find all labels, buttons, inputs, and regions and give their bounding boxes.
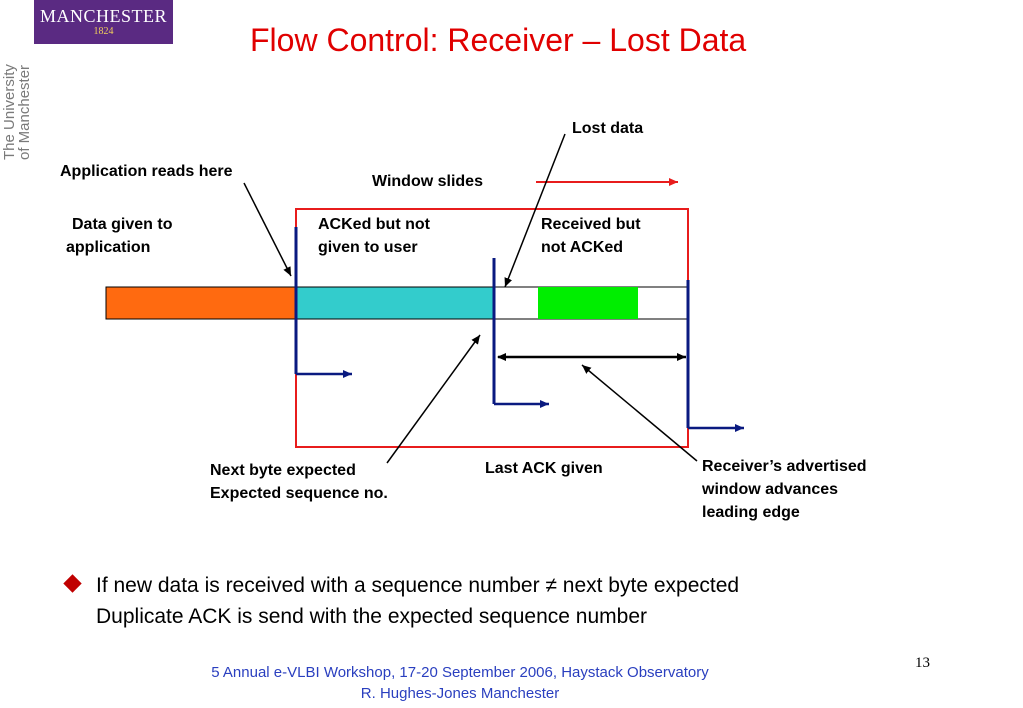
university-logo: MANCHESTER 1824 (34, 0, 173, 44)
callout-next-byte (386, 334, 481, 464)
logo-year: 1824 (93, 26, 114, 37)
pointer-app-read (294, 227, 352, 378)
label-next-byte-line2: Expected sequence no. (210, 485, 388, 502)
acked-segment (295, 286, 495, 320)
callout-advertised (581, 364, 698, 462)
label-acked-line1: ACKed but not (318, 216, 430, 233)
label-data-given: Data given to application (66, 213, 172, 259)
label-received-line2: not ACKed (541, 239, 624, 256)
callout-lost-data (504, 133, 566, 288)
label-acked-not-given: ACKed but not given to user (318, 213, 430, 259)
received-segment (538, 287, 638, 319)
label-next-byte-expected: Next byte expected Expected sequence no. (210, 459, 388, 505)
page-number: 13 (915, 655, 930, 671)
label-application-reads: Application reads here (60, 163, 233, 180)
label-data-given-line2: application (66, 239, 151, 256)
delivered-segment (105, 286, 297, 320)
pointer-last-ack (492, 258, 549, 408)
bullet-line2: Duplicate ACK is send with the expected … (96, 605, 647, 628)
label-advertised-line1: Receiver’s advertised (702, 458, 867, 475)
pointer-window-edge (686, 280, 744, 432)
label-advertised-line3: leading edge (702, 504, 800, 521)
bullet-line1: If new data is received with a sequence … (96, 574, 740, 597)
slide-title: Flow Control: Receiver – Lost Data (250, 22, 747, 58)
bullet-text: If new data is received with a sequence … (96, 570, 739, 632)
footer-line1: 5 Annual e-VLBI Workshop, 17-20 Septembe… (211, 664, 709, 681)
label-acked-line2: given to user (318, 239, 418, 256)
label-received-not-acked: Received but not ACKed (541, 213, 641, 259)
label-lost-data: Lost data (572, 120, 644, 137)
footer-line2: R. Hughes-Jones Manchester (360, 685, 560, 702)
label-last-ack-given: Last ACK given (485, 460, 603, 477)
label-data-given-line1: Data given to (72, 216, 173, 233)
label-window-slides: Window slides (372, 173, 483, 190)
logo-name: MANCHESTER (39, 6, 167, 26)
label-advertised-window: Receiver’s advertised window advances le… (702, 455, 867, 524)
callout-app-reads (243, 182, 292, 277)
label-advertised-line2: window advances (702, 481, 839, 498)
label-next-byte-line1: Next byte expected (210, 462, 356, 479)
footer: 5 Annual e-VLBI Workshop, 17-20 Septembe… (150, 662, 770, 704)
label-received-line1: Received but (541, 216, 641, 233)
